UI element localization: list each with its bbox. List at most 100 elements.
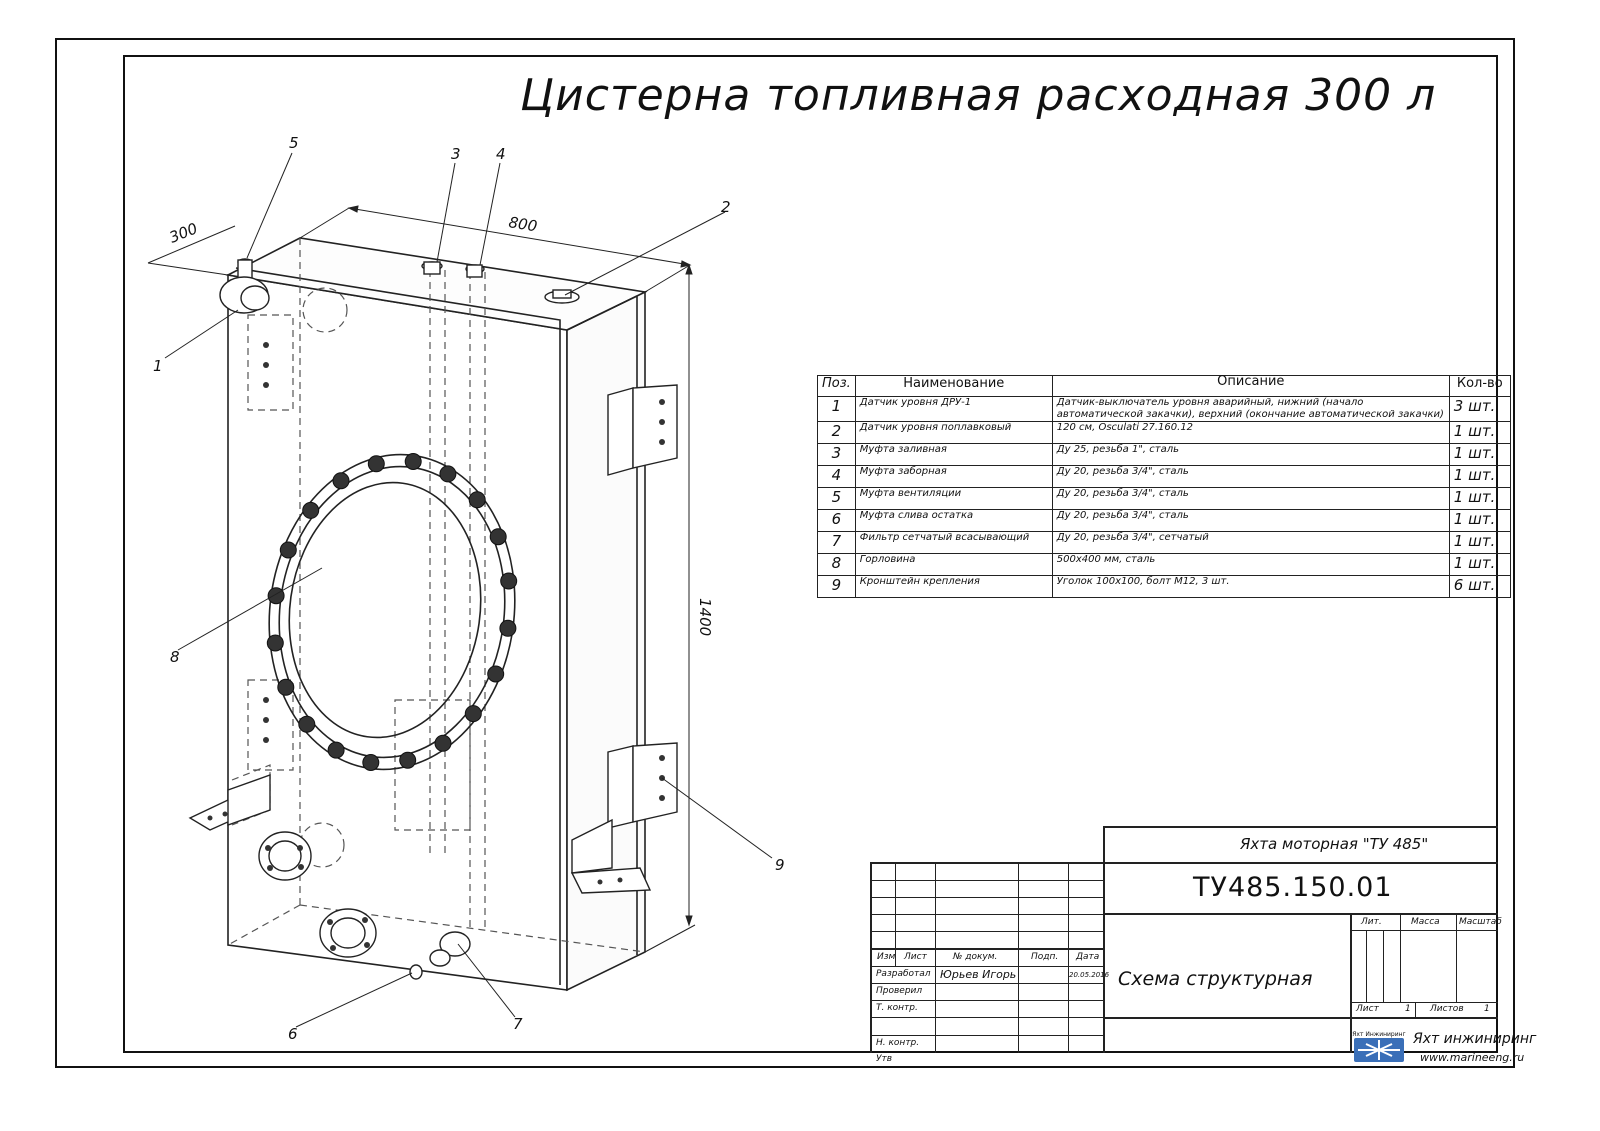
header-name: Наименование	[854, 375, 1053, 397]
hatch-bolt	[279, 541, 297, 559]
hatch-bolt	[500, 572, 518, 590]
cell-name: Муфта вентиляции	[854, 487, 1053, 510]
hatch-bolt	[499, 619, 517, 637]
hatch-bolt	[298, 715, 316, 733]
cell-description: 120 см, Osculati 27.160.12	[1051, 421, 1450, 444]
hatch-bolt	[439, 465, 457, 483]
cell-quantity: 6 шт.	[1448, 575, 1511, 598]
label-sheets: Листов	[1430, 1004, 1464, 1014]
row-norm-control: Н. контр.	[876, 1038, 920, 1048]
sheet-number: 1	[1405, 1004, 1411, 1014]
cell-name: Кронштейн крепления	[854, 575, 1053, 598]
header-pos: Поз.	[817, 375, 856, 397]
cell-description: Ду 20, резьба 3/4", сталь	[1051, 465, 1450, 488]
row-developer: Разработал	[876, 969, 931, 979]
dimension-height: 1400	[696, 598, 714, 636]
cell-quantity: 1 шт.	[1448, 487, 1511, 510]
dimension-length: 800	[507, 213, 538, 235]
document-name: Схема структурная	[1118, 968, 1313, 990]
col-list: Лист	[904, 952, 927, 962]
callout-5: 5	[289, 134, 299, 152]
company-logo: Яхт Инжиниринг	[1352, 1031, 1406, 1062]
company-website[interactable]: www.marineeng.ru	[1420, 1051, 1525, 1064]
cell-position: 9	[817, 575, 856, 598]
cell-name: Муфта заборная	[854, 465, 1053, 488]
callout-9: 9	[775, 856, 785, 874]
callout-3: 3	[451, 145, 461, 163]
callout-6: 6	[288, 1025, 298, 1043]
table-header-row: Поз. Наименование Описание Кол-во	[817, 375, 1511, 397]
hatch-bolt	[367, 455, 385, 473]
hatch-bolt	[487, 665, 505, 683]
col-date: Дата	[1076, 952, 1100, 962]
cell-name: Муфта заливная	[854, 443, 1053, 466]
label-sheet: Лист	[1356, 1004, 1379, 1014]
cell-name: Муфта слива остатка	[854, 509, 1053, 532]
cell-name: Фильтр сетчатый всасывающий	[854, 531, 1053, 554]
cell-quantity: 1 шт.	[1448, 509, 1511, 532]
cell-quantity: 1 шт.	[1448, 465, 1511, 488]
cell-name: Датчик уровня поплавковый	[854, 421, 1053, 444]
cell-quantity: 1 шт.	[1448, 443, 1511, 466]
cell-position: 5	[817, 487, 856, 510]
hatch-bolt	[267, 587, 285, 605]
cell-description: 500х400 мм, сталь	[1051, 553, 1450, 576]
cell-description: Уголок 100х100, болт М12, 3 шт.	[1051, 575, 1450, 598]
label-lit: Лит.	[1361, 917, 1382, 927]
cell-position: 4	[817, 465, 856, 488]
callout-7: 7	[513, 1015, 523, 1033]
logo-text: Яхт Инжиниринг	[1352, 1031, 1405, 1038]
cell-quantity: 1 шт.	[1448, 553, 1511, 576]
col-doc-num: № докум.	[953, 952, 998, 962]
callout-4: 4	[496, 145, 506, 163]
hatch-bolt	[434, 734, 452, 752]
cell-description: Ду 20, резьба 3/4", сталь	[1051, 509, 1450, 532]
col-sign: Подп.	[1031, 952, 1059, 962]
cell-position: 6	[817, 509, 856, 532]
cell-description: Датчик-выключатель уровня аварийный, ниж…	[1051, 396, 1450, 422]
hatch-bolt	[266, 634, 284, 652]
cell-quantity: 1 шт.	[1448, 531, 1511, 554]
cell-name: Горловина	[854, 553, 1053, 576]
hatch-bolt	[277, 678, 295, 696]
callout-1: 1	[153, 357, 163, 375]
hatch-bolt	[464, 705, 482, 723]
row-tech-control: Т. контр.	[876, 1003, 918, 1013]
col-izm: Изм	[877, 952, 896, 962]
header-quantity: Кол-во	[1448, 375, 1511, 397]
cell-position: 8	[817, 553, 856, 576]
cell-position: 7	[817, 531, 856, 554]
cell-quantity: 3 шт.	[1448, 396, 1511, 422]
cell-position: 1	[817, 396, 856, 422]
label-scale: Масштаб	[1459, 917, 1502, 927]
sheets-total: 1	[1484, 1004, 1490, 1014]
cell-position: 3	[817, 443, 856, 466]
cell-description: Ду 20, резьба 3/4", сталь	[1051, 487, 1450, 510]
hatch-bolt	[489, 528, 507, 546]
label-mass: Масса	[1411, 917, 1440, 927]
hatch-bolt	[332, 472, 350, 490]
hatch-bolt	[327, 741, 345, 759]
hatch-bolt	[399, 751, 417, 769]
cell-name: Датчик уровня ДРУ-1	[854, 396, 1053, 422]
developer-date: 20.05.2016	[1069, 971, 1110, 979]
callout-8: 8	[170, 648, 180, 666]
row-approved: Утв	[876, 1054, 893, 1064]
header-description: Описание	[1051, 375, 1450, 397]
developer-name: Юрьев Игорь	[940, 968, 1017, 981]
callout-2: 2	[721, 198, 731, 216]
cell-position: 2	[817, 421, 856, 444]
hatch-bolt	[404, 453, 422, 470]
cell-description: Ду 25, резьба 1", сталь	[1051, 443, 1450, 466]
cell-description: Ду 20, резьба 3/4", сетчатый	[1051, 531, 1450, 554]
